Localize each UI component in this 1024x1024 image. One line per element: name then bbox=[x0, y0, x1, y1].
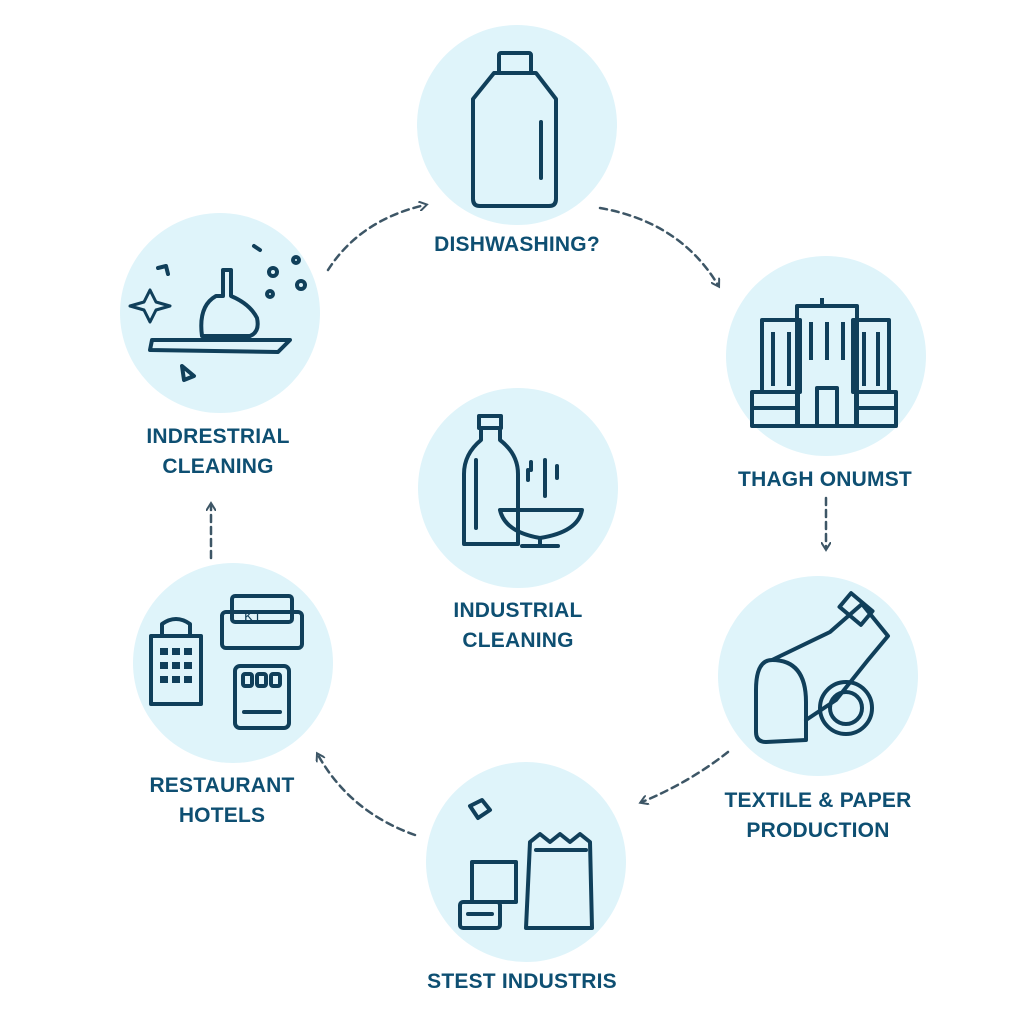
city-buildings-icon bbox=[750, 298, 898, 428]
industrial-sack-icon bbox=[458, 798, 594, 930]
label-line: RESTAURANT bbox=[149, 774, 295, 797]
label-line: CLEANING bbox=[462, 629, 574, 652]
label-industrial-cleaning-center: INDUSTRIAL CLEANING bbox=[418, 596, 618, 656]
label-dishwashing: DISHWASHING? bbox=[417, 230, 617, 260]
label-restaurant-hotels: RESTAURANT HOTELS bbox=[122, 771, 322, 831]
cleaning-tray-icon bbox=[128, 244, 307, 382]
arrow-textile-to-stest bbox=[642, 750, 730, 802]
dishwashing-circle bbox=[417, 25, 617, 225]
label-line: INDUSTRIAL bbox=[453, 599, 583, 622]
label-line: DISHWASHING? bbox=[434, 233, 600, 256]
label-line: PRODUCTION bbox=[746, 819, 890, 842]
hotel-sign-text: K1 bbox=[244, 608, 261, 624]
stest-industris-circle bbox=[426, 762, 626, 962]
arrow-dishwashing-to-thagh bbox=[598, 206, 718, 285]
hotel-building-icon bbox=[149, 594, 304, 730]
arrow-cleaning-to-dishwashing bbox=[326, 205, 425, 272]
label-line: STEST INDUSTRIS bbox=[427, 970, 617, 993]
label-line: HOTELS bbox=[178, 804, 266, 827]
label-line: INDRESTRIAL bbox=[146, 425, 290, 448]
label-line: CLEANING bbox=[162, 455, 274, 478]
label-textile-paper: TEXTILE & PAPER PRODUCTION bbox=[708, 786, 928, 846]
label-line: TEXTILE & PAPER bbox=[724, 789, 912, 812]
label-stest-industris: STEST INDUSTRIS bbox=[412, 967, 632, 997]
textile-paper-circle bbox=[718, 576, 918, 776]
bottle-and-bowl-icon bbox=[462, 414, 584, 548]
label-line: THAGH ONUMST bbox=[738, 468, 912, 491]
label-indrestrial-cleaning: INDRESTRIAL CLEANING bbox=[118, 422, 318, 482]
detergent-bottle-icon bbox=[471, 51, 558, 208]
indrestrial-cleaning-circle bbox=[120, 213, 320, 413]
textile-machine-icon bbox=[754, 591, 890, 744]
arrow-stest-to-restaurant bbox=[318, 755, 417, 837]
label-thagh-onumst: THAGH ONUMST bbox=[720, 465, 930, 495]
